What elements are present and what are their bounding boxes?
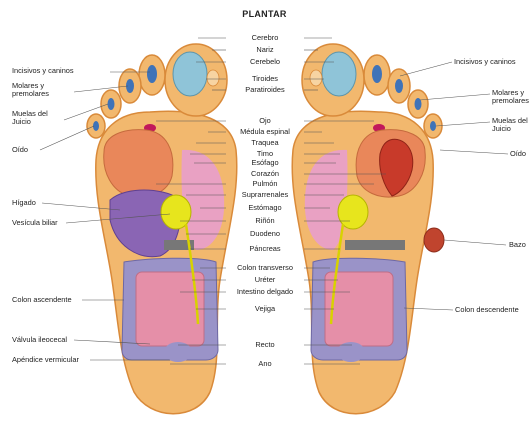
diagram-title: PLANTAR: [0, 9, 529, 19]
label-intestino-delgado: Intestino delgado: [236, 288, 294, 296]
label-traquea: Traquea: [250, 139, 279, 147]
label-valvula-ileocecal: Válvula ileocecal: [12, 336, 67, 344]
label-right-incisivos: Incisivos y caninos: [454, 58, 516, 66]
label-ureter: Uréter: [254, 276, 277, 284]
label-suprarrenales: Suprarrenales: [241, 191, 289, 199]
label-left-oido: Oído: [12, 146, 28, 154]
leader-line: [436, 122, 490, 126]
label-ojo: Ojo: [258, 117, 272, 125]
label-rinon: Riñón: [254, 217, 275, 225]
label-nariz: Nariz: [255, 46, 274, 54]
left-foot: [87, 44, 237, 414]
label-right-oido: Oído: [510, 150, 526, 158]
label-vesicula-biliar: Vesícula biliar: [12, 219, 58, 227]
label-pancreas: Páncreas: [248, 245, 281, 253]
label-corazon: Corazón: [250, 170, 280, 178]
label-apendice-vermicular: Apéndice vermicular: [12, 356, 79, 364]
left-teeth-icon: [147, 65, 157, 83]
right-teeth-icon: [395, 79, 403, 93]
label-left-muelas: Muelas del Juicio: [12, 110, 62, 126]
label-ano: Ano: [257, 360, 272, 368]
label-right-muelas: Muelas del Juicio: [492, 117, 529, 133]
label-cerebelo: Cerebelo: [249, 58, 281, 66]
right-brain: [322, 52, 356, 96]
label-right-molares: Molares y premolares: [492, 89, 529, 105]
leader-line: [444, 240, 506, 245]
leader-line: [440, 150, 508, 154]
right-pancreas: [345, 240, 405, 250]
label-pulmon: Pulmón: [251, 180, 278, 188]
right-gallbladder-kidney: [338, 195, 368, 229]
label-cerebro: Cerebro: [251, 34, 280, 42]
right-foot: [292, 44, 444, 414]
label-colon-descendente: Colon descendente: [455, 306, 519, 314]
label-esofago: Esófago: [250, 159, 279, 167]
left-lung: [104, 130, 173, 197]
label-vejiga: Vejiga: [254, 305, 276, 313]
left-nose: [207, 70, 219, 86]
label-recto: Recto: [254, 341, 275, 349]
right-spleen: [424, 228, 444, 252]
leader-line: [400, 62, 452, 76]
label-colon-ascendente: Colon ascendente: [12, 296, 72, 304]
label-paratiroides: Paratiroides: [244, 86, 285, 94]
leader-line: [40, 126, 94, 150]
label-left-incisivos: Incisivos y caninos: [12, 67, 74, 75]
label-colon-transverso: Colon transverso: [236, 264, 294, 272]
label-higado: Hígado: [12, 199, 36, 207]
label-tiroides: Tiroides: [251, 75, 279, 83]
right-teeth-icon: [430, 121, 436, 131]
left-teeth-icon: [108, 98, 115, 110]
leader-line: [420, 94, 490, 100]
label-bazo: Bazo: [509, 241, 526, 249]
label-timo: Timo: [256, 150, 274, 158]
left-brain: [173, 52, 207, 96]
right-teeth-icon: [372, 65, 382, 83]
label-left-molares: Molares y premolares: [12, 82, 72, 98]
left-gallbladder: [161, 195, 191, 229]
label-medula-espinal: Médula espinal: [239, 128, 291, 136]
label-estomago: Estómago: [247, 204, 282, 212]
label-duodeno: Duodeno: [249, 230, 281, 238]
right-nose: [310, 70, 322, 86]
